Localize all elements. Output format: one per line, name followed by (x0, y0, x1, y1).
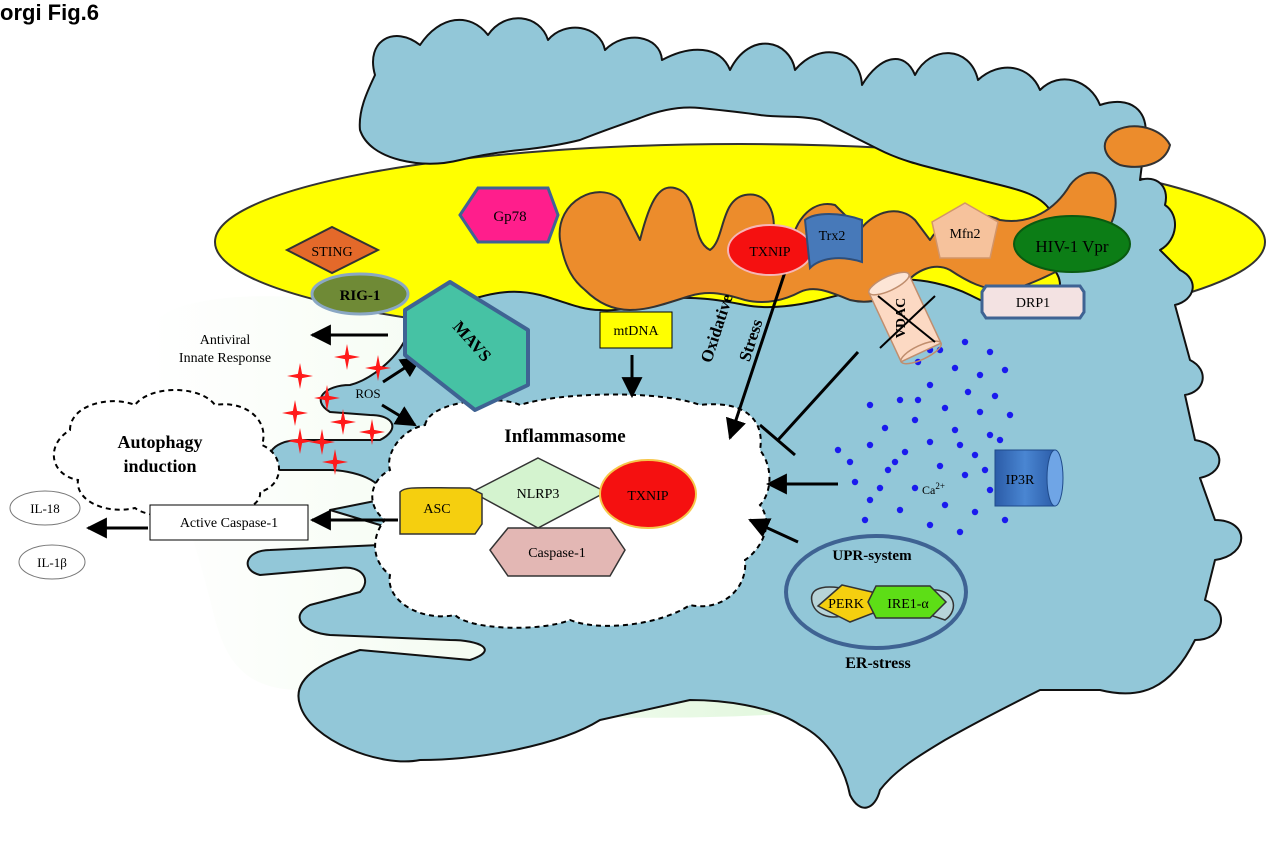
svg-text:DRP1: DRP1 (1016, 296, 1050, 311)
calcium-dot (912, 485, 918, 491)
calcium-dot (885, 467, 891, 473)
calcium-dot (897, 397, 903, 403)
svg-text:Caspase-1: Caspase-1 (528, 546, 586, 561)
ire1-node: IRE1-α (868, 586, 946, 618)
autophagy-cloud (54, 390, 279, 517)
calcium-dot (867, 497, 873, 503)
ip3r-node: IP3R (995, 450, 1063, 506)
calcium-dot (927, 439, 933, 445)
svg-text:PERK: PERK (828, 597, 864, 612)
svg-text:ASC: ASC (423, 502, 450, 517)
inflammasome-title: Inflammasome (504, 426, 625, 447)
calcium-dot (877, 485, 883, 491)
svg-text:HIV-1 Vpr: HIV-1 Vpr (1035, 237, 1109, 256)
calcium-dot (987, 349, 993, 355)
calcium-dot (847, 459, 853, 465)
rig1-node: RIG-1 (312, 274, 408, 314)
mitochondrial-cristae-small (1105, 126, 1170, 167)
svg-text:STING: STING (311, 245, 352, 260)
calcium-dot (1007, 412, 1013, 418)
calcium-dot (835, 447, 841, 453)
autophagy-label-1: Autophagy (117, 432, 202, 452)
svg-text:RIG-1: RIG-1 (340, 288, 381, 304)
svg-text:Active Caspase-1: Active Caspase-1 (180, 516, 278, 531)
calcium-dot (972, 509, 978, 515)
calcium-dot (957, 529, 963, 535)
calcium-dot (987, 432, 993, 438)
calcium-dot (957, 442, 963, 448)
calcium-dot (915, 397, 921, 403)
calcium-dot (977, 409, 983, 415)
svg-text:IL-18: IL-18 (30, 501, 60, 516)
gp78-node: Gp78 (460, 188, 558, 242)
calcium-dot (882, 425, 888, 431)
svg-text:IL-1β: IL-1β (37, 555, 67, 570)
calcium-dot (912, 417, 918, 423)
figure-corner-label: orgi Fig.6 (0, 0, 99, 25)
autophagy-label-2: induction (123, 456, 196, 476)
calcium-dot (997, 437, 1003, 443)
ros-label: ROS (355, 386, 380, 401)
caspase1-node: Caspase-1 (490, 528, 625, 576)
calcium-dot (852, 479, 858, 485)
calcium-dot (1002, 367, 1008, 373)
calcium-dot (897, 507, 903, 513)
svg-text:Gp78: Gp78 (493, 209, 526, 225)
calcium-dot (977, 372, 983, 378)
calcium-dot (952, 365, 958, 371)
calcium-dot (942, 405, 948, 411)
svg-text:IRE1-α: IRE1-α (887, 597, 929, 612)
svg-text:UPR-system: UPR-system (832, 548, 912, 564)
calcium-dot (892, 459, 898, 465)
calcium-dot (987, 487, 993, 493)
calcium-dot (927, 382, 933, 388)
calcium-dot (982, 467, 988, 473)
il1b-node: IL-1β (19, 545, 85, 579)
calcium-dot (937, 463, 943, 469)
calcium-dot (862, 517, 868, 523)
calcium-dot (1002, 517, 1008, 523)
il18-node: IL-18 (10, 491, 80, 525)
calcium-dot (867, 442, 873, 448)
txnip-inflammasome-node: TXNIP (600, 460, 696, 528)
svg-text:Trx2: Trx2 (819, 229, 846, 244)
calcium-dot (962, 339, 968, 345)
svg-text:Mfn2: Mfn2 (949, 227, 980, 242)
svg-text:TXNIP: TXNIP (749, 245, 790, 260)
txnip-mito-node: TXNIP (728, 225, 812, 275)
vpr-node: HIV-1 Vpr (1014, 216, 1130, 272)
asc-node: ASC (400, 488, 482, 534)
active-caspase-box: Active Caspase-1 (150, 505, 308, 540)
calcium-dot (965, 389, 971, 395)
calcium-dot (992, 393, 998, 399)
svg-text:NLRP3: NLRP3 (517, 487, 560, 502)
calcium-dot (952, 427, 958, 433)
calcium-dot (972, 452, 978, 458)
calcium-dot (962, 472, 968, 478)
calcium-dot (927, 522, 933, 528)
antiviral-label-1: Antiviral (200, 333, 251, 348)
svg-text:IP3R: IP3R (1006, 473, 1035, 488)
drp1-node: DRP1 (982, 286, 1084, 318)
calcium-dot (867, 402, 873, 408)
mtdna-box: mtDNA (600, 312, 672, 348)
svg-text:TXNIP: TXNIP (627, 489, 668, 504)
svg-text:mtDNA: mtDNA (613, 324, 659, 339)
antiviral-label-2: Innate Response (179, 351, 271, 366)
calcium-dot (902, 449, 908, 455)
er-stress-label: ER-stress (845, 655, 910, 672)
calcium-dot (942, 502, 948, 508)
